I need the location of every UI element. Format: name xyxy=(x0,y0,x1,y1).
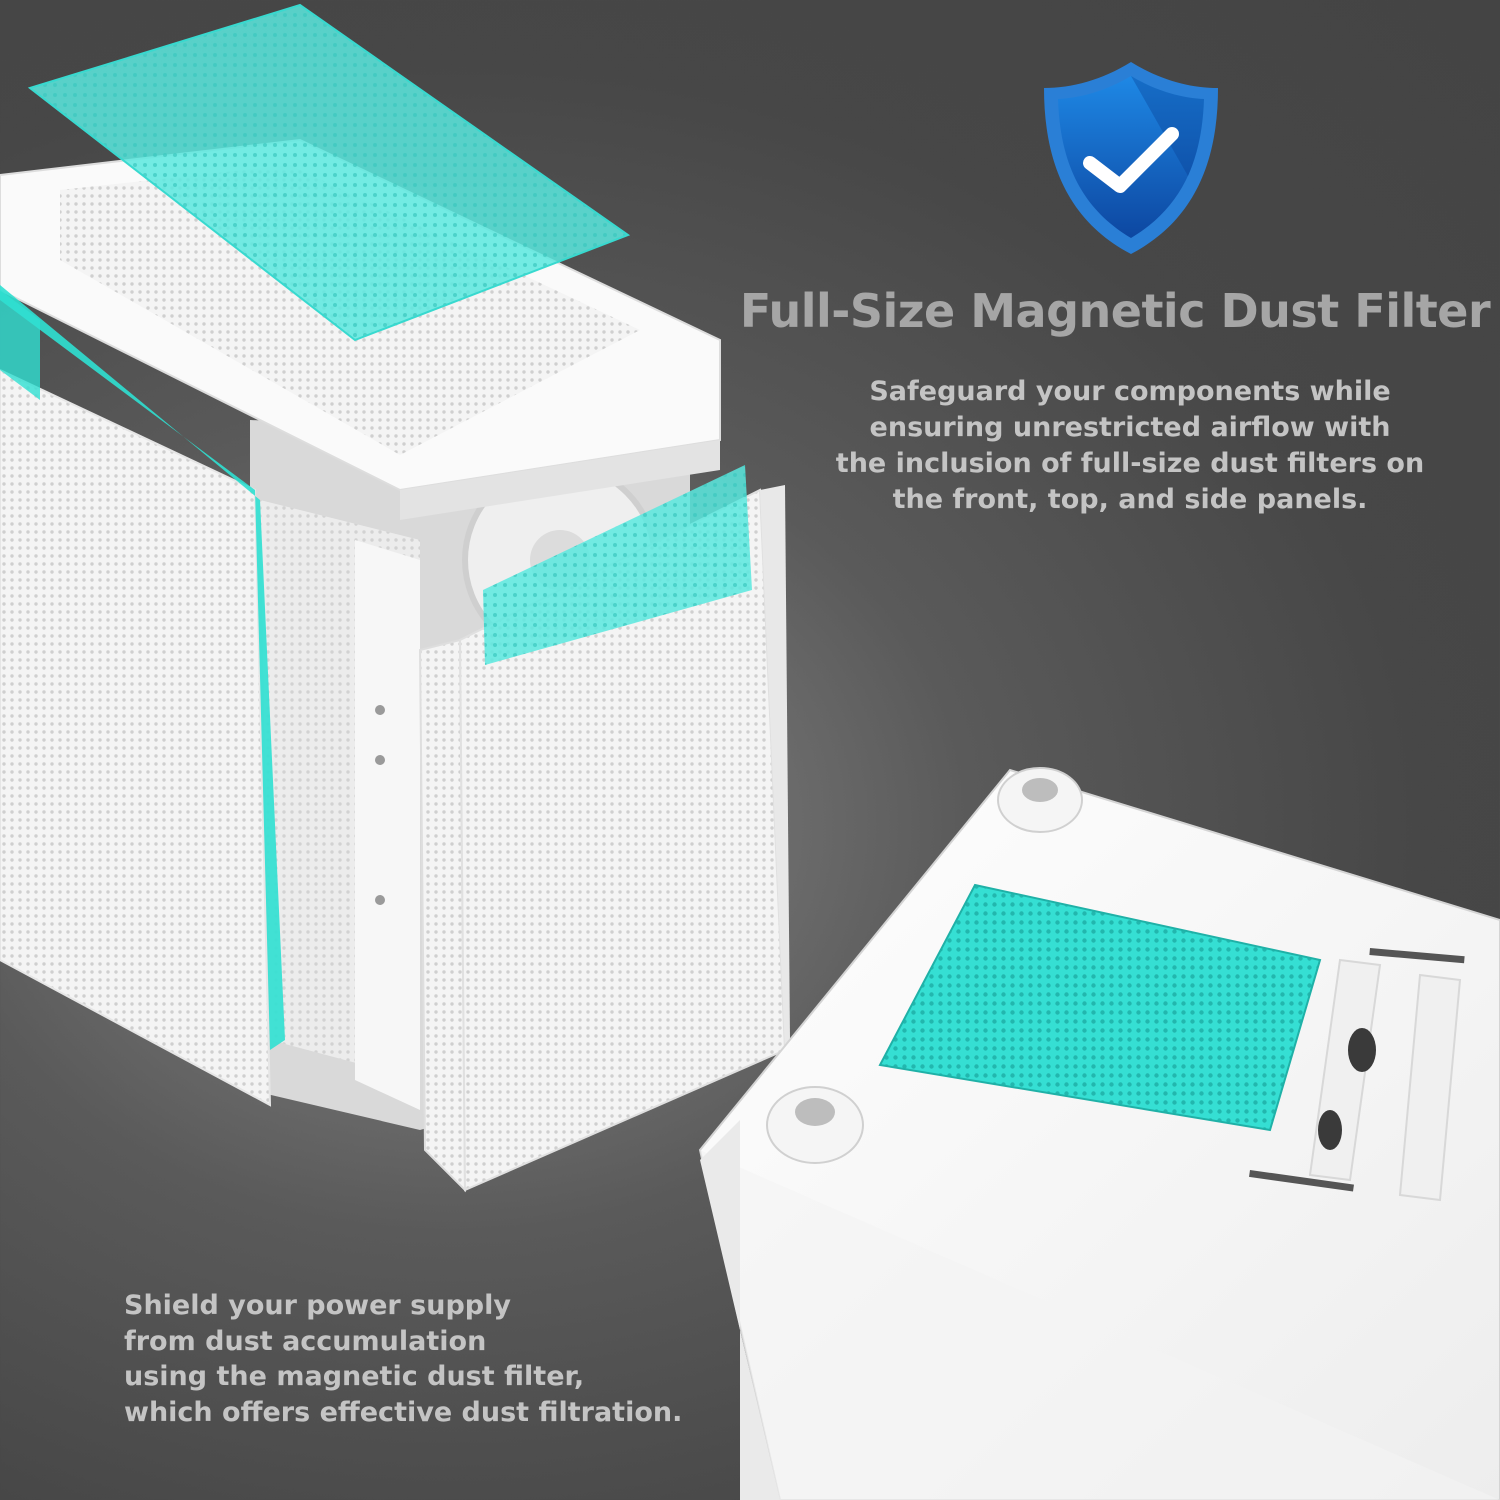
description-line: ensuring unrestricted airflow with xyxy=(869,412,1391,443)
psu-note-line: which offers effective dust filtration. xyxy=(124,1396,683,1428)
psu-note-line: from dust accumulation xyxy=(124,1325,487,1357)
feature-description: Safeguard your components while ensuring… xyxy=(790,374,1470,518)
description-line: the front, top, and side panels. xyxy=(892,484,1368,515)
case-bottom-illustration xyxy=(698,767,1500,1500)
top-dust-filter xyxy=(27,3,631,342)
description-line: the inclusion of full-size dust filters … xyxy=(835,448,1425,479)
front-dust-filter xyxy=(483,465,752,665)
feature-title: Full-Size Magnetic Dust Filter xyxy=(739,284,1491,338)
psu-filter-note: Shield your power supply from dust accum… xyxy=(124,1288,724,1430)
description-line: Safeguard your components while xyxy=(869,376,1391,407)
psu-dust-filter xyxy=(878,883,1322,1132)
psu-note-line: using the magnetic dust filter, xyxy=(124,1361,585,1392)
front-mesh-panel xyxy=(418,485,790,1193)
shield-check-icon xyxy=(1044,62,1218,254)
psu-note-line: Shield your power supply xyxy=(124,1290,511,1321)
side-mesh-panel xyxy=(0,368,272,1107)
